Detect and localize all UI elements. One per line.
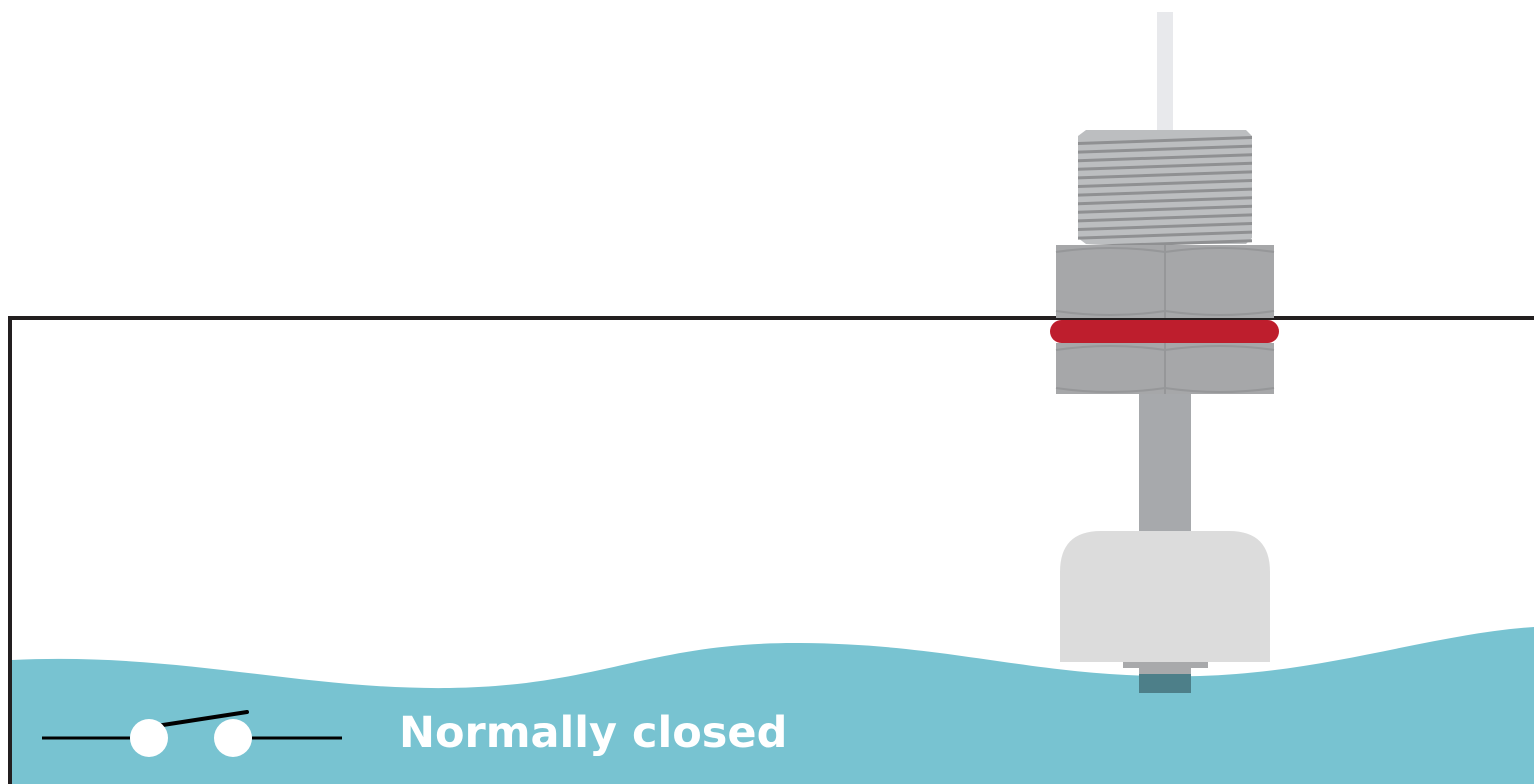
float-tip-submerged [1139,674,1191,693]
switch-open-symbol-icon [42,710,342,757]
water-surface [12,627,1534,784]
tank-outline [8,316,1534,784]
sensor-cable [1157,12,1173,134]
thread-ridge [1078,153,1252,163]
thread-ridge [1078,161,1252,171]
thread-ridge [1078,170,1252,180]
thread-ridge [1078,230,1252,240]
float-collar [1123,662,1208,668]
thread-ridge [1078,136,1252,145]
thread-ridge [1078,222,1252,231]
thread-ridge [1078,179,1252,188]
lower-hex-nut [1055,343,1275,394]
float-body [1060,531,1270,662]
thread-ridge [1078,204,1252,214]
thread-ridge [1078,196,1252,206]
thread-ridge [1078,213,1252,223]
sensor-stem [1139,394,1191,534]
upper-hex-nut [1055,245,1275,318]
thread-ridge [1078,187,1252,197]
red-gasket [1050,320,1279,343]
thread-ridge [1078,144,1252,154]
switch-mode-label: Normally closed [399,708,787,758]
threaded-fitting [1078,130,1252,249]
